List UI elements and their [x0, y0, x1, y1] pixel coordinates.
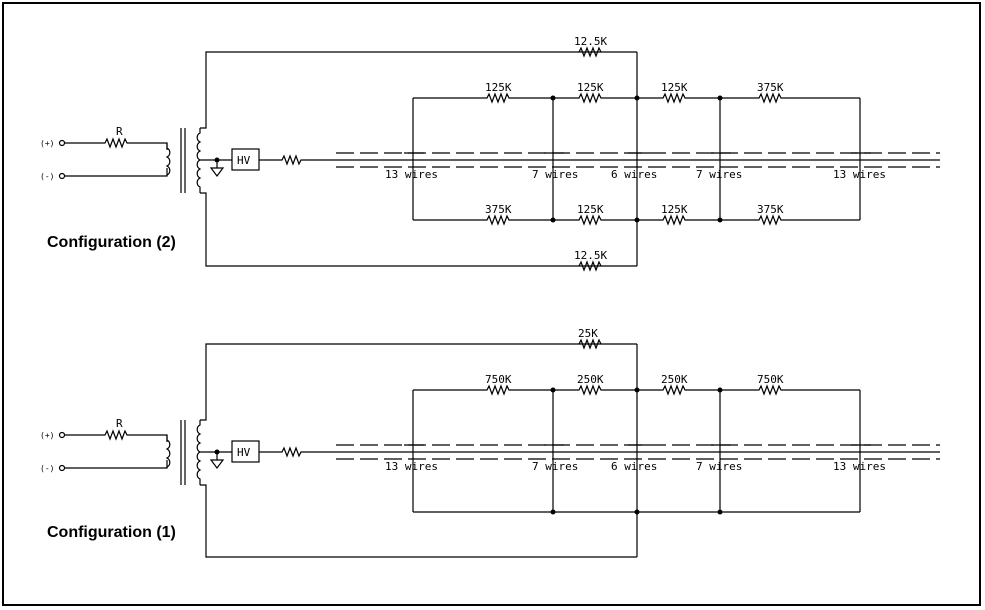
- hv-supply-box: HV: [231, 440, 336, 463]
- top-resistor-3-label: 125K: [661, 81, 688, 94]
- wire-label-1: 13 wires: [385, 460, 438, 473]
- configuration-2-title: Configuration (2): [47, 234, 176, 251]
- cable-taps: [404, 344, 871, 557]
- wire-label-3: 6 wires: [611, 460, 657, 473]
- wire-label-5: 13 wires: [833, 460, 886, 473]
- multiwire-cable: [336, 152, 940, 168]
- input-terminals: (+) (-) R: [40, 125, 168, 181]
- minus-terminal: [58, 464, 66, 472]
- bypass-resistors: 12.5K 12.5K: [574, 35, 607, 272]
- wire-label-4: 7 wires: [696, 460, 742, 473]
- bottom-resistor-2-label: 125K: [577, 203, 604, 216]
- top-bypass-label: 12.5K: [574, 35, 607, 48]
- cable-taps: [404, 52, 871, 266]
- ground-icon: [200, 449, 232, 469]
- hv-label: HV: [237, 154, 251, 167]
- minus-terminal-label: (-): [40, 464, 54, 473]
- input-resistor-wire: [64, 429, 168, 442]
- hv-supply-box: HV: [231, 148, 336, 171]
- ground-icon: [200, 157, 232, 177]
- wire-count-labels: 13 wires 7 wires 6 wires 7 wires 13 wire…: [385, 460, 886, 473]
- top-return-wire: [200, 51, 637, 129]
- bottom-resistor-3-label: 125K: [661, 203, 688, 216]
- wire-label-4: 7 wires: [696, 168, 742, 181]
- wire-label-2: 7 wires: [532, 460, 578, 473]
- wire-label-3: 6 wires: [611, 168, 657, 181]
- transformer: [165, 51, 637, 267]
- multiwire-cable: [336, 444, 940, 460]
- bypass-resistors: 25K: [578, 327, 602, 350]
- top-resistor-4-label: 375K: [757, 81, 784, 94]
- hv-label: HV: [237, 446, 251, 459]
- minus-terminal-label: (-): [40, 172, 54, 181]
- input-resistor-wire: [64, 137, 168, 150]
- configuration-1: (+) (-) R HV: [40, 327, 940, 558]
- input-resistor-label: R: [116, 125, 123, 138]
- plus-terminal-label: (+): [40, 431, 54, 440]
- wire-count-labels: 13 wires 7 wires 6 wires 7 wires 13 wire…: [385, 168, 886, 181]
- wire-label-5: 13 wires: [833, 168, 886, 181]
- plus-terminal: [58, 431, 66, 439]
- wire-label-1: 13 wires: [385, 168, 438, 181]
- bottom-resistor-string: 375K 125K 125K 375K: [413, 203, 860, 226]
- plus-terminal-label: (+): [40, 139, 54, 148]
- wire-label-2: 7 wires: [532, 168, 578, 181]
- top-resistor-string: 125K 125K 125K 375K: [413, 81, 860, 104]
- top-resistor-3-label: 250K: [661, 373, 688, 386]
- top-resistor-4-label: 750K: [757, 373, 784, 386]
- minus-terminal: [58, 172, 66, 180]
- top-resistor-2-label: 250K: [577, 373, 604, 386]
- input-terminals: (+) (-) R: [40, 417, 168, 473]
- bottom-resistor-4-label: 375K: [757, 203, 784, 216]
- input-resistor-label: R: [116, 417, 123, 430]
- transformer: [165, 343, 637, 558]
- minus-wire: [64, 168, 168, 177]
- bottom-bypass-label: 12.5K: [574, 249, 607, 262]
- top-resistor-1-label: 125K: [485, 81, 512, 94]
- plus-terminal: [58, 139, 66, 147]
- top-bypass-label: 25K: [578, 327, 598, 340]
- configuration-1-title: Configuration (1): [47, 524, 176, 541]
- bottom-resistor-1-label: 375K: [485, 203, 512, 216]
- bottom-return-wire: [200, 484, 637, 558]
- top-return-wire: [200, 343, 637, 421]
- bottom-return-wire: [200, 192, 637, 267]
- top-resistor-1-label: 750K: [485, 373, 512, 386]
- minus-wire: [64, 460, 168, 469]
- configuration-2: (+) (-) R HV: [40, 35, 940, 272]
- top-resistor-2-label: 125K: [577, 81, 604, 94]
- top-resistor-string: 750K 250K 250K 750K: [413, 373, 860, 396]
